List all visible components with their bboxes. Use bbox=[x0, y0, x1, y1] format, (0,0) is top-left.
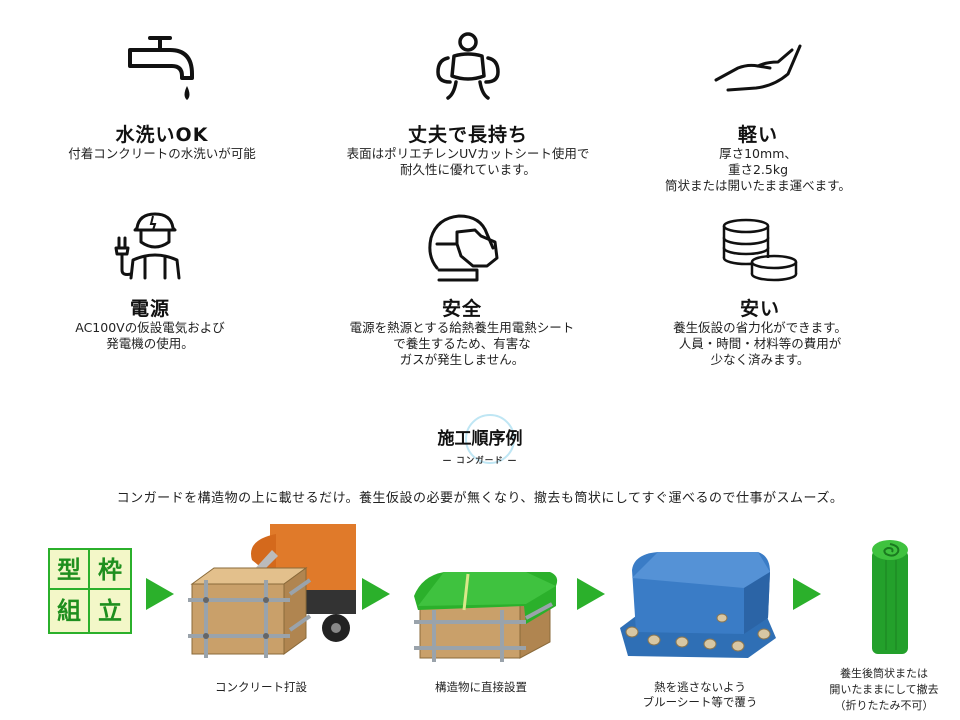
strongman-icon bbox=[318, 28, 618, 108]
feature-desc: AC100Vの仮設電気および 発電機の使用。 bbox=[75, 320, 225, 351]
formwork-char: 立 bbox=[90, 590, 130, 632]
mask-icon bbox=[312, 208, 612, 288]
step-arrow bbox=[146, 578, 174, 610]
worker-plug-icon bbox=[0, 208, 300, 288]
step-caption: 熱を逃さないよう ブルーシート等で覆う bbox=[642, 680, 758, 709]
feature-title: 水洗いOK bbox=[115, 124, 209, 146]
feature-title: 安全 bbox=[441, 298, 482, 320]
step-arrow bbox=[362, 578, 390, 610]
formwork-char: 組 bbox=[50, 590, 90, 632]
rolled-sheet-illustration bbox=[866, 538, 914, 662]
feature-desc: 付着コンクリートの水洗いが可能 bbox=[68, 146, 256, 161]
section-title: 施工順序例 bbox=[437, 429, 523, 449]
install-illustration bbox=[410, 566, 562, 666]
step-arrow bbox=[793, 578, 821, 610]
step-formwork-label: 型 枠 組 立 bbox=[48, 548, 132, 634]
coins-icon bbox=[610, 208, 910, 288]
formwork-char: 枠 bbox=[90, 550, 130, 590]
step-arrow bbox=[577, 578, 605, 610]
feature-title: 丈夫で長持ち bbox=[407, 124, 528, 146]
faucet-icon bbox=[12, 28, 312, 108]
section-subtitle: — コンガード — bbox=[442, 456, 518, 466]
formwork-char: 型 bbox=[50, 550, 90, 590]
feature-title: 電源 bbox=[129, 298, 170, 320]
feature-title: 安い bbox=[739, 298, 780, 320]
section-intro: コンガードを構造物の上に載せるだけ。養生仮設の必要が無くなり、撤去も筒状にしてす… bbox=[116, 491, 844, 506]
section-title-ring bbox=[465, 414, 515, 464]
step-caption: 構造物に直接設置 bbox=[435, 680, 527, 694]
feature-desc: 厚さ10mm、 重さ2.5kg 筒状または開いたまま運べます。 bbox=[665, 146, 851, 193]
step-caption: コンクリート打設 bbox=[215, 680, 307, 694]
feature-desc: 電源を熱源とする給熱養生用電熱シート で養生するため、有害な ガスが発生しません… bbox=[349, 320, 575, 367]
hand-icon bbox=[608, 28, 908, 108]
blue-sheet-illustration bbox=[618, 548, 778, 660]
concrete-pour-illustration bbox=[186, 520, 356, 660]
step-caption: 養生後筒状または 開いたままにして撤去 （折りたたみ不可） bbox=[829, 667, 939, 712]
feature-desc: 養生仮設の省力化ができます。 人員・時間・材料等の費用が 少なく済みます。 bbox=[673, 320, 847, 367]
feature-desc: 表面はポリエチレンUVカットシート使用で 耐久性に優れています。 bbox=[346, 146, 590, 177]
feature-title: 軽い bbox=[737, 124, 778, 146]
